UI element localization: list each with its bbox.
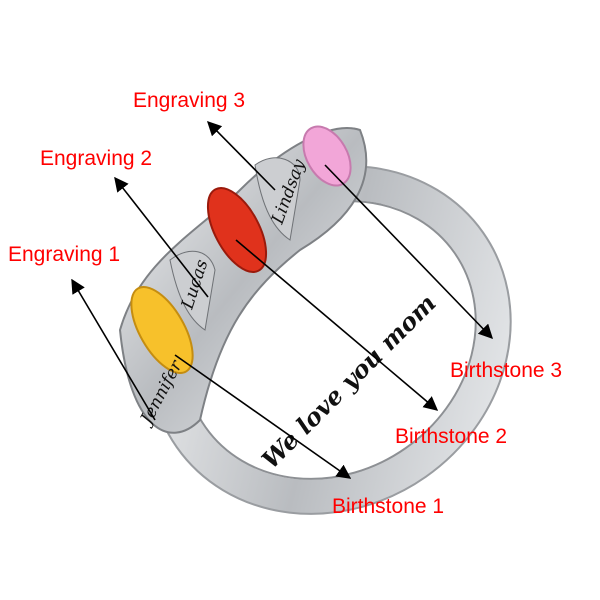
arrow-engraving-3 (206, 120, 276, 191)
label-engraving-3: Engraving 3 (133, 89, 246, 112)
label-birthstone-2: Birthstone 2 (395, 425, 508, 448)
label-birthstone-3: Birthstone 3 (450, 359, 563, 382)
label-engraving-2: Engraving 2 (40, 147, 153, 170)
arrow-engraving-1 (71, 278, 156, 421)
arrow-engraving-2 (114, 176, 209, 298)
birthstone-2-gem (206, 187, 268, 273)
birthstone-1-gem (130, 286, 194, 374)
label-birthstone-1: Birthstone 1 (332, 495, 445, 518)
arrow-birthstone-3 (324, 164, 494, 340)
arrow-birthstone-2 (235, 239, 439, 411)
annotation-arrows (71, 120, 494, 479)
label-engraving-1: Engraving 1 (8, 243, 121, 266)
arrow-birthstone-1 (174, 354, 352, 479)
